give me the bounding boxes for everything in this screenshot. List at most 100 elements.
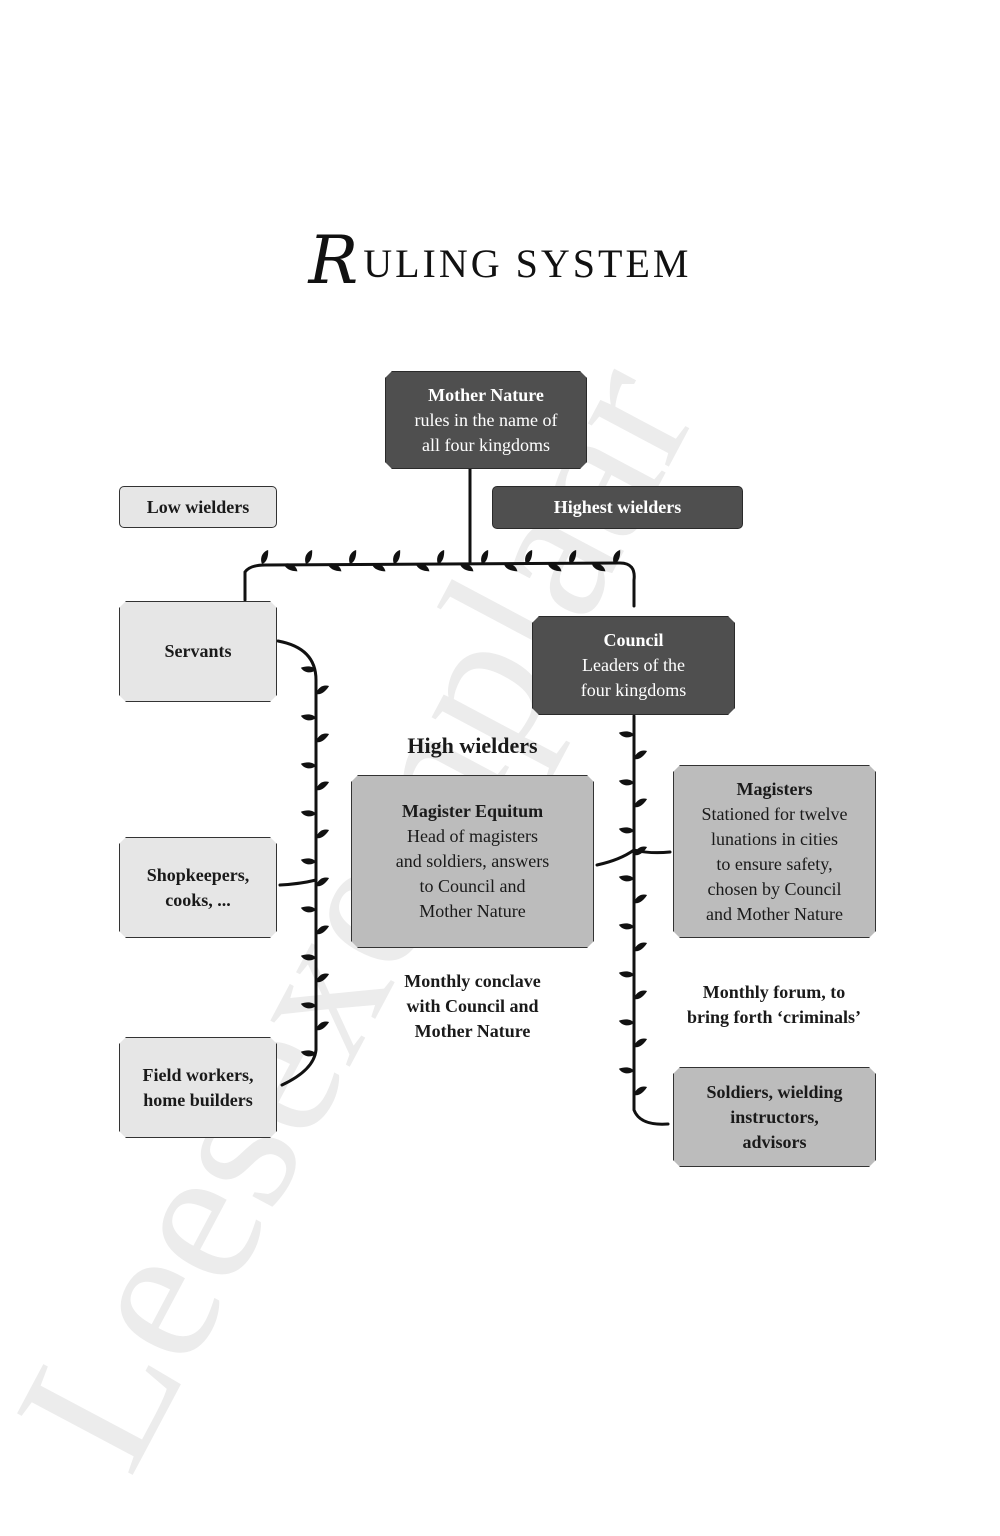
servants-box: Servants (119, 601, 277, 702)
vine-leaf (300, 714, 316, 721)
vine-leaf (460, 563, 474, 572)
vine-leaf (525, 549, 533, 564)
magisters-desc-5: and Mother Nature (706, 903, 843, 924)
soldiers-box: Soldiers, wielding instructors, advisors (673, 1067, 876, 1167)
connector-shopkeepers-link (278, 878, 318, 887)
vine-leaf (613, 549, 621, 564)
vine-leaf (261, 549, 269, 564)
forum-line-2: bring forth ‘criminals’ (687, 1007, 861, 1027)
magisters-desc-2: lunations in cities (711, 828, 838, 849)
vine-leaf (300, 810, 316, 817)
vine-leaf (634, 846, 648, 856)
title-initial: R (308, 222, 362, 299)
equitum-desc-1: Head of magisters (407, 826, 538, 846)
equitum-title: Magister Equitum (401, 801, 544, 821)
vine-leaf (328, 563, 342, 572)
vine-leaf (316, 925, 330, 935)
vine-leaf (300, 858, 316, 865)
vine-leaf (316, 733, 330, 743)
vine-leaf (618, 827, 634, 834)
legend-low-label: Low wielders (146, 496, 250, 517)
field-workers-line-1: Field workers, (142, 1064, 254, 1085)
vine-leaf (316, 973, 330, 983)
servants-label: Servants (164, 641, 232, 661)
vine-leaf (548, 563, 562, 572)
shopkeepers-box: Shopkeepers, cooks, ... (119, 837, 277, 938)
vine-leaf (634, 894, 648, 904)
vine-leaf (284, 563, 298, 572)
vine-leaf (618, 971, 634, 978)
vine-leaf (634, 1038, 648, 1048)
mother-nature-desc-1: rules in the name of (414, 409, 558, 430)
vine-leaf (372, 563, 386, 572)
magister-equitum-box: Magister Equitum Head of magisters and s… (351, 775, 594, 948)
vine-leaf (618, 923, 634, 930)
mother-nature-desc-2: all four kingdoms (422, 434, 550, 455)
vine-leaf (618, 731, 634, 738)
council-desc-1: Leaders of the (582, 655, 685, 675)
vine-leaf (504, 563, 518, 572)
soldiers-line-2: instructors, (730, 1106, 819, 1127)
vine-leaf (634, 798, 648, 808)
forum-line-1: Monthly forum, to (702, 982, 846, 1002)
magisters-title: Magisters (736, 778, 813, 799)
conclave-line-3: Mother Nature (414, 1021, 531, 1041)
conclave-line-2: with Council and (406, 996, 539, 1016)
vine-leaf (349, 549, 357, 564)
mother-nature-title: Mother Nature (428, 384, 544, 405)
magisters-box: Magisters Stationed for twelve lunations… (673, 765, 876, 938)
monthly-conclave-note: Monthly conclave with Council and Mother… (352, 969, 593, 1044)
connector-horizontal-vine (243, 561, 636, 608)
soldiers-line-3: advisors (742, 1131, 807, 1152)
vine-leaf (316, 1021, 330, 1031)
monthly-forum-note: Monthly forum, to bring forth ‘criminals… (660, 980, 888, 1030)
vine-leaf (618, 779, 634, 786)
vine-leaf (618, 1067, 634, 1074)
equitum-desc-3: to Council and (419, 876, 526, 896)
vine-leaf (300, 762, 316, 769)
mother-nature-box: Mother Nature rules in the name of all f… (385, 371, 587, 469)
vine-leaf (634, 1086, 648, 1096)
soldiers-line-1: Soldiers, wielding (706, 1081, 843, 1102)
vine-leaf (634, 942, 648, 952)
vine-leaf (316, 685, 330, 695)
vine-leaf (416, 563, 430, 572)
vine-leaf (592, 563, 606, 572)
legend-highest-wielders: Highest wielders (492, 486, 743, 529)
field-workers-box: Field workers, home builders (119, 1037, 277, 1138)
vine-leaf (634, 990, 648, 1000)
vine-leaf (300, 1002, 316, 1009)
high-wielders-heading: High wielders (407, 733, 538, 758)
page-title: RULING SYSTEM (0, 222, 1000, 299)
title-rest: ULING SYSTEM (363, 241, 692, 286)
connector-equitum-link (595, 848, 672, 867)
vine-leaf (437, 549, 445, 564)
vine-leaf (300, 954, 316, 961)
shopkeepers-line-2: cooks, ... (165, 889, 231, 910)
magisters-desc-1: Stationed for twelve (701, 803, 848, 824)
vine-leaf (300, 1050, 316, 1057)
vine-leaf (300, 906, 316, 913)
legend-highest-label: Highest wielders (553, 497, 682, 517)
vine-leaf (481, 549, 489, 564)
vine-leaf (316, 781, 330, 791)
equitum-desc-4: Mother Nature (419, 901, 526, 921)
vine-leaf (316, 829, 330, 839)
connector-left-vine (276, 639, 318, 1087)
magisters-desc-3: to ensure safety, (716, 853, 833, 874)
shopkeepers-line-1: Shopkeepers, (146, 864, 250, 885)
equitum-desc-2: and soldiers, answers (395, 851, 550, 871)
vine-leaf (634, 750, 648, 760)
magisters-desc-4: chosen by Council (707, 878, 842, 899)
legend-low-wielders: Low wielders (119, 486, 277, 528)
vine-leaf (393, 549, 401, 564)
vine-leaf (305, 549, 313, 564)
council-title: Council (603, 630, 664, 650)
council-desc-2: four kingdoms (580, 680, 687, 700)
vine-leaf (316, 877, 330, 887)
vine-leaf (569, 549, 577, 564)
council-box: Council Leaders of the four kingdoms (532, 616, 735, 715)
conclave-line-1: Monthly conclave (404, 971, 541, 991)
connector-right-vine (632, 714, 670, 1126)
